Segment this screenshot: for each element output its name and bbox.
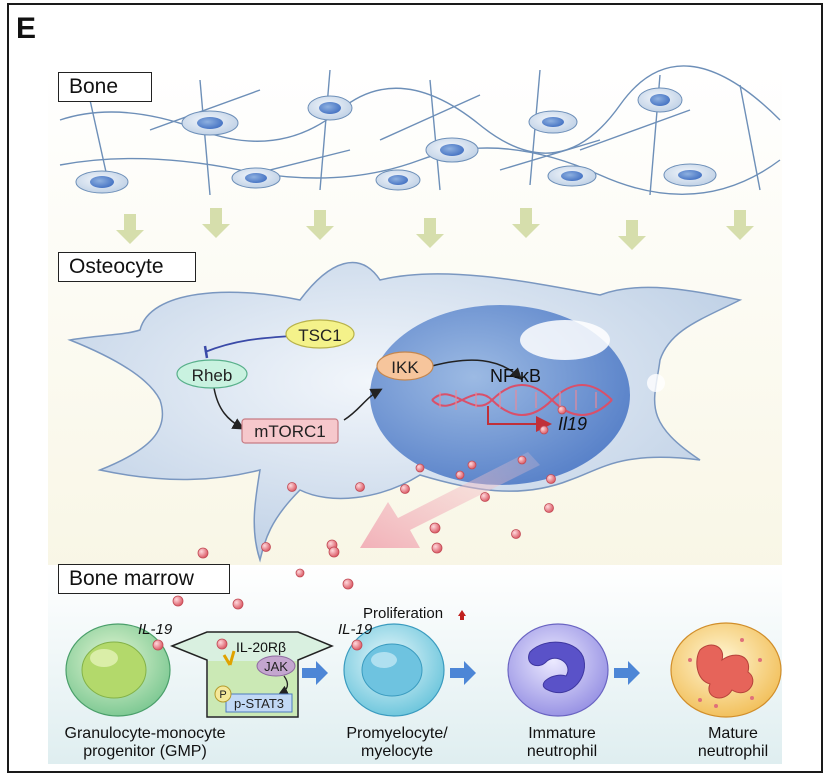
promyelocyte-caption-line2: myelocyte [361, 743, 433, 760]
bone-label: Bone [58, 72, 152, 102]
jak-label: JAK [264, 659, 288, 674]
inhibition-line [204, 335, 293, 353]
tsc1-label: TSC1 [298, 326, 341, 345]
gmp-caption-line1: Granulocyte-monocyte [65, 725, 226, 742]
il19-particles [172, 405, 567, 610]
bone-cells [75, 87, 717, 194]
rheb-to-mtorc1-arrow [213, 387, 245, 430]
immature-caption-line2: neutrophil [527, 743, 597, 760]
signal-arrows [116, 208, 754, 250]
mtorc1-node: mTORC1 [241, 418, 339, 444]
mature-neutrophil-cell [670, 622, 782, 718]
pstat3-label: p-STAT3 [234, 696, 284, 711]
secretion-arrow [360, 452, 540, 548]
arrow-2 [450, 661, 476, 685]
mature-caption-line1: Mature [708, 725, 758, 742]
osteocyte-label: Osteocyte [58, 252, 196, 282]
phospho-label: P [219, 689, 226, 701]
dna-helix [431, 384, 613, 416]
figure-frame [7, 3, 823, 773]
arrow-1 [302, 661, 328, 685]
mature-caption-line2: neutrophil [698, 743, 768, 760]
inhibition-bar [203, 345, 209, 359]
transcription-arrow [487, 406, 552, 432]
panel-letter: E [16, 12, 37, 45]
arrow-3 [614, 661, 640, 685]
ikk-label: IKK [391, 358, 419, 377]
mtorc1-label: mTORC1 [254, 422, 325, 441]
ikk-to-nfkb-arrow [431, 359, 523, 381]
promyelocyte-caption-line1: Promyelocyte/ [346, 725, 448, 742]
up-arrow-icon [458, 610, 466, 620]
nfkb-label: NF-κB [490, 366, 541, 386]
rheb-node: Rheb [176, 359, 248, 389]
cell-captions: Granulocyte-monocyte progenitor (GMP) Pr… [65, 725, 769, 760]
differentiation-arrows [302, 661, 640, 685]
gmp-cell [65, 623, 171, 717]
proliferation-label: Proliferation [363, 605, 443, 622]
il19-gene-label: Il19 [558, 414, 587, 434]
nucleolus-highlight [520, 320, 610, 360]
rheb-label: Rheb [192, 366, 233, 385]
receptor-label: IL-20Rβ [236, 639, 286, 655]
receptor-inset: IL-20Rβ JAK p-STAT3 P [169, 631, 334, 718]
bone-marrow-label: Bone marrow [58, 564, 230, 594]
gmp-caption-line2: progenitor (GMP) [83, 743, 207, 760]
receptor-icon [222, 650, 236, 666]
il19-right-label: IL-19 [338, 621, 373, 638]
immature-neutrophil-cell [507, 623, 609, 717]
mtorc1-to-ikk-arrow [343, 388, 383, 421]
immature-caption-line1: Immature [528, 725, 596, 742]
ikk-node: IKK [376, 351, 434, 381]
tsc1-node: TSC1 [285, 319, 355, 349]
promyelocyte-cell [343, 623, 445, 717]
il19-left-label: IL-19 [138, 621, 173, 638]
